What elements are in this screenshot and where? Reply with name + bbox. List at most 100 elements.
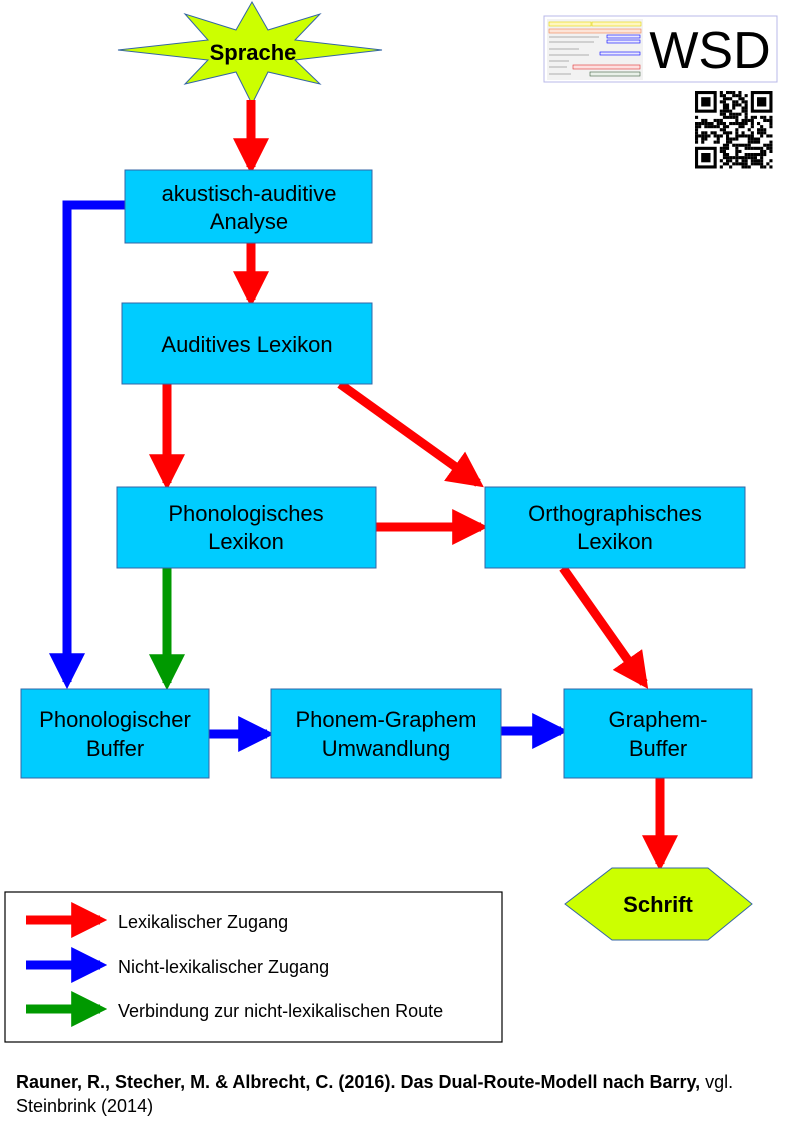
- qr-module: [695, 134, 699, 138]
- qr-module: [732, 156, 736, 160]
- qr-module: [695, 131, 699, 135]
- qr-module: [757, 140, 761, 144]
- qr-module: [735, 128, 739, 132]
- qr-module: [744, 162, 748, 166]
- qr-module: [713, 125, 717, 129]
- qr-module: [738, 143, 742, 147]
- box-label-line1: akustisch-auditive: [162, 181, 337, 206]
- qr-module: [719, 109, 723, 113]
- qr-module: [741, 109, 745, 113]
- box-label-line1: Phonologischer: [39, 707, 191, 732]
- qr-module: [719, 149, 723, 153]
- qr-module: [753, 159, 757, 163]
- qr-module: [713, 140, 717, 144]
- qr-module: [750, 134, 754, 138]
- qr-module: [732, 100, 736, 104]
- qr-module: [716, 122, 720, 126]
- qr-module: [716, 134, 720, 138]
- qr-module: [738, 94, 742, 98]
- qr-module: [747, 137, 751, 141]
- qr-module: [757, 146, 761, 150]
- qr-module: [744, 122, 748, 126]
- qr-module: [695, 137, 699, 141]
- box-label-line1: Orthographisches: [528, 501, 702, 526]
- qr-module: [716, 137, 720, 141]
- qr-module: [722, 103, 726, 107]
- qr-module: [732, 115, 736, 119]
- qr-module: [769, 143, 773, 147]
- box-phonologischer-buffer: Phonologischer Buffer: [20, 688, 210, 779]
- box-label-line2: Lexikon: [577, 529, 653, 554]
- qr-module: [722, 109, 726, 113]
- citation: Rauner, R., Stecher, M. & Albrecht, C. (…: [16, 1070, 786, 1118]
- qr-module: [744, 146, 748, 150]
- qr-module: [757, 137, 761, 141]
- qr-module: [726, 137, 730, 141]
- qr-module: [726, 97, 730, 101]
- qr-module: [741, 134, 745, 138]
- qr-module: [710, 131, 714, 135]
- qr-module: [753, 140, 757, 144]
- qr-module: [750, 159, 754, 163]
- qr-module: [738, 134, 742, 138]
- schrift-label: Schrift: [623, 892, 693, 917]
- qr-module: [732, 106, 736, 110]
- qr-module: [695, 140, 699, 144]
- qr-module: [704, 131, 708, 135]
- qr-module: [750, 125, 754, 129]
- qr-module: [735, 100, 739, 104]
- qr-module: [716, 118, 720, 122]
- qr-module: [729, 159, 733, 163]
- qr-module: [763, 165, 767, 169]
- qr-module: [738, 162, 742, 166]
- qr-module: [719, 118, 723, 122]
- qr-module: [769, 165, 773, 169]
- qr-module: [704, 134, 708, 138]
- qr-module: [735, 149, 739, 153]
- qr-module: [744, 94, 748, 98]
- qr-module: [704, 122, 708, 126]
- qr-module: [747, 146, 751, 150]
- qr-module: [732, 94, 736, 98]
- qr-module: [722, 162, 726, 166]
- qr-module: [722, 106, 726, 110]
- qr-module: [698, 125, 702, 129]
- qr-module: [729, 115, 733, 119]
- qr-module: [744, 165, 748, 169]
- sprache-start-node: Sprache: [117, 0, 383, 106]
- qr-module: [741, 100, 745, 104]
- qr-module: [741, 106, 745, 110]
- qr-module: [732, 162, 736, 166]
- qr-module: [741, 122, 745, 126]
- qr-module: [726, 153, 730, 157]
- qr-module: [757, 122, 761, 126]
- qr-module: [719, 165, 723, 169]
- box-label-line1: Phonologisches: [168, 501, 323, 526]
- qr-module: [695, 115, 699, 119]
- qr-module: [701, 122, 705, 126]
- box-label-line1: Graphem-: [608, 707, 707, 732]
- qr-module: [738, 112, 742, 116]
- qr-module: [722, 125, 726, 129]
- qr-module: [753, 146, 757, 150]
- qr-module: [732, 122, 736, 126]
- qr-module: [701, 118, 705, 122]
- qr-module: [747, 134, 751, 138]
- qr-module: [735, 134, 739, 138]
- qr-module: [735, 156, 739, 160]
- qr-module: [750, 156, 754, 160]
- qr-module: [722, 115, 726, 119]
- qr-module: [722, 156, 726, 160]
- qr-code: [694, 90, 773, 169]
- qr-module: [753, 162, 757, 166]
- qr-module: [769, 125, 773, 129]
- qr-module: [738, 125, 742, 129]
- qr-module: [747, 143, 751, 147]
- qr-module: [735, 118, 739, 122]
- qr-module: [760, 128, 764, 132]
- hexagon-shape: [564, 867, 753, 941]
- qr-module: [726, 131, 730, 135]
- qr-module: [763, 149, 767, 153]
- qr-module: [738, 122, 742, 126]
- qr-module: [722, 131, 726, 135]
